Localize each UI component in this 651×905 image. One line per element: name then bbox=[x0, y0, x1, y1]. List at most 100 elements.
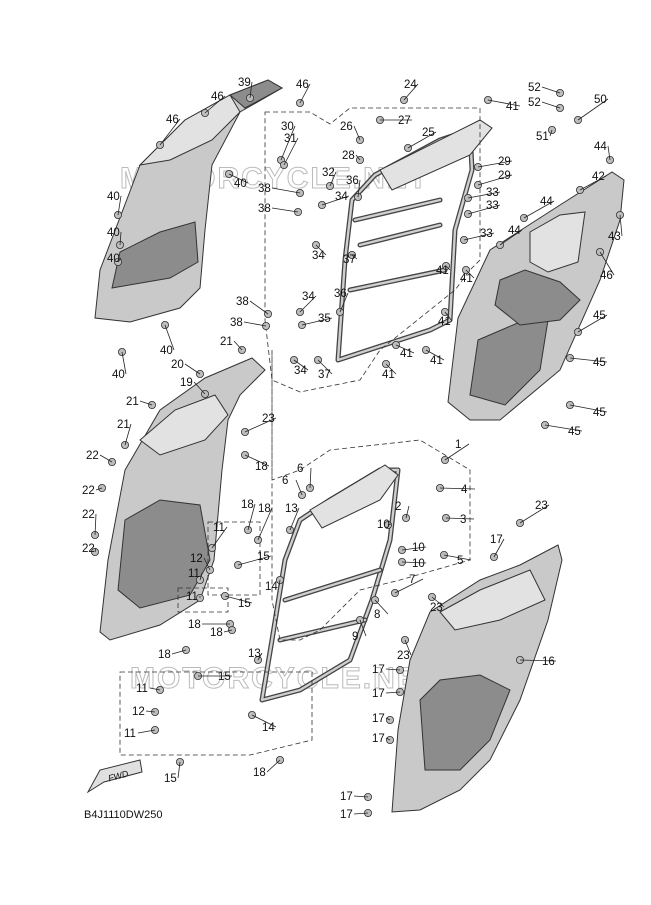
part-label-22: 22 bbox=[82, 485, 95, 497]
part-label-40: 40 bbox=[107, 191, 120, 203]
leader-line-22 bbox=[94, 547, 97, 553]
leader-line-44 bbox=[499, 229, 523, 246]
part-label-50: 50 bbox=[594, 94, 607, 106]
part-label-37: 37 bbox=[318, 369, 331, 381]
leader-line-21 bbox=[233, 340, 243, 351]
leader-line-14 bbox=[278, 579, 281, 587]
leader-line-34 bbox=[321, 195, 350, 206]
part-label-18: 18 bbox=[188, 619, 201, 631]
leader-line-16 bbox=[519, 659, 557, 662]
leader-line-39 bbox=[249, 81, 253, 99]
leader-line-38 bbox=[271, 187, 301, 194]
leader-line-9 bbox=[359, 619, 367, 637]
part-label-11: 11 bbox=[136, 683, 148, 695]
part-label-27: 27 bbox=[398, 115, 411, 127]
part-label-17: 17 bbox=[340, 791, 353, 803]
part-label-15: 15 bbox=[218, 671, 231, 683]
part-label-7: 7 bbox=[409, 574, 415, 586]
part-label-38: 38 bbox=[236, 296, 249, 308]
part-label-46: 46 bbox=[296, 79, 309, 91]
part-label-13: 13 bbox=[285, 503, 298, 515]
part-label-8: 8 bbox=[374, 609, 380, 621]
rear-door-panel-lower-left bbox=[99, 357, 266, 641]
leader-line-11 bbox=[199, 572, 203, 581]
part-label-12: 12 bbox=[132, 706, 145, 718]
part-label-29: 29 bbox=[498, 170, 511, 182]
leader-line-17 bbox=[353, 812, 369, 815]
leader-line-23 bbox=[244, 417, 277, 433]
part-label-33: 33 bbox=[486, 187, 499, 199]
leader-line-32 bbox=[329, 171, 337, 187]
part-label-41: 41 bbox=[382, 369, 395, 381]
leader-line-21 bbox=[124, 423, 132, 446]
leader-lines bbox=[94, 81, 623, 815]
leader-line-6 bbox=[309, 467, 312, 489]
part-label-11: 11 bbox=[213, 522, 225, 534]
part-label-30: 30 bbox=[281, 121, 294, 133]
leader-line-41 bbox=[444, 311, 453, 322]
part-label-18: 18 bbox=[258, 503, 271, 515]
leader-line-52 bbox=[541, 86, 561, 94]
part-label-11: 11 bbox=[124, 728, 136, 740]
part-label-9: 9 bbox=[352, 631, 358, 643]
part-label-11: 11 bbox=[186, 591, 198, 603]
part-label-38: 38 bbox=[230, 317, 243, 329]
part-label-10: 10 bbox=[377, 519, 390, 531]
leader-line-44 bbox=[607, 145, 611, 161]
leader-line-20 bbox=[184, 363, 201, 375]
part-label-18: 18 bbox=[241, 499, 254, 511]
part-label-25: 25 bbox=[422, 127, 435, 139]
part-label-3: 3 bbox=[460, 514, 466, 526]
part-label-17: 17 bbox=[490, 534, 503, 546]
leader-line-46 bbox=[599, 251, 615, 276]
part-label-41: 41 bbox=[460, 273, 473, 285]
diagram-code: B4J1110DW250 bbox=[84, 809, 162, 821]
part-label-32: 32 bbox=[322, 167, 335, 179]
leader-line-45 bbox=[569, 404, 608, 413]
leader-line-23 bbox=[519, 504, 550, 524]
part-label-45: 45 bbox=[568, 426, 581, 438]
part-label-41: 41 bbox=[400, 348, 413, 360]
part-label-38: 38 bbox=[258, 183, 271, 195]
part-label-46: 46 bbox=[166, 114, 179, 126]
part-label-21: 21 bbox=[117, 419, 130, 431]
leader-line-23 bbox=[404, 639, 412, 656]
leader-line-36 bbox=[339, 292, 349, 313]
part-label-40: 40 bbox=[107, 253, 120, 265]
lower-door-frame bbox=[259, 464, 401, 703]
part-label-6: 6 bbox=[282, 475, 288, 487]
leader-line-29 bbox=[477, 160, 513, 168]
leader-line-26 bbox=[353, 125, 361, 141]
part-label-18: 18 bbox=[210, 627, 223, 639]
leader-line-15 bbox=[237, 555, 272, 566]
leader-line-18 bbox=[257, 507, 273, 541]
leader-line-38 bbox=[249, 300, 269, 315]
part-label-41: 41 bbox=[436, 265, 449, 277]
leader-line-17 bbox=[493, 538, 505, 558]
front-door-panel-upper-right bbox=[447, 171, 625, 421]
leader-line-45 bbox=[544, 424, 583, 432]
leader-line-28 bbox=[355, 154, 361, 161]
part-label-39: 39 bbox=[238, 77, 251, 89]
leader-line-38 bbox=[271, 207, 299, 213]
leader-line-42 bbox=[579, 175, 607, 191]
leader-line-33 bbox=[467, 191, 501, 199]
part-label-41: 41 bbox=[506, 101, 519, 113]
part-label-21: 21 bbox=[220, 336, 233, 348]
part-label-40: 40 bbox=[234, 178, 247, 190]
leader-line-40 bbox=[119, 231, 122, 246]
part-label-34: 34 bbox=[335, 191, 348, 203]
part-label-20: 20 bbox=[171, 359, 184, 371]
part-label-18: 18 bbox=[158, 649, 171, 661]
part-label-44: 44 bbox=[540, 196, 553, 208]
part-label-34: 34 bbox=[302, 291, 315, 303]
part-label-44: 44 bbox=[508, 225, 521, 237]
leader-line-12 bbox=[203, 557, 211, 571]
leader-line-18 bbox=[244, 454, 270, 467]
leader-line-50 bbox=[577, 98, 609, 121]
leader-line-33 bbox=[463, 232, 495, 241]
leader-line-38 bbox=[243, 321, 267, 327]
part-label-33: 33 bbox=[486, 200, 499, 212]
part-label-52: 52 bbox=[528, 97, 541, 109]
part-label-17: 17 bbox=[340, 809, 353, 821]
